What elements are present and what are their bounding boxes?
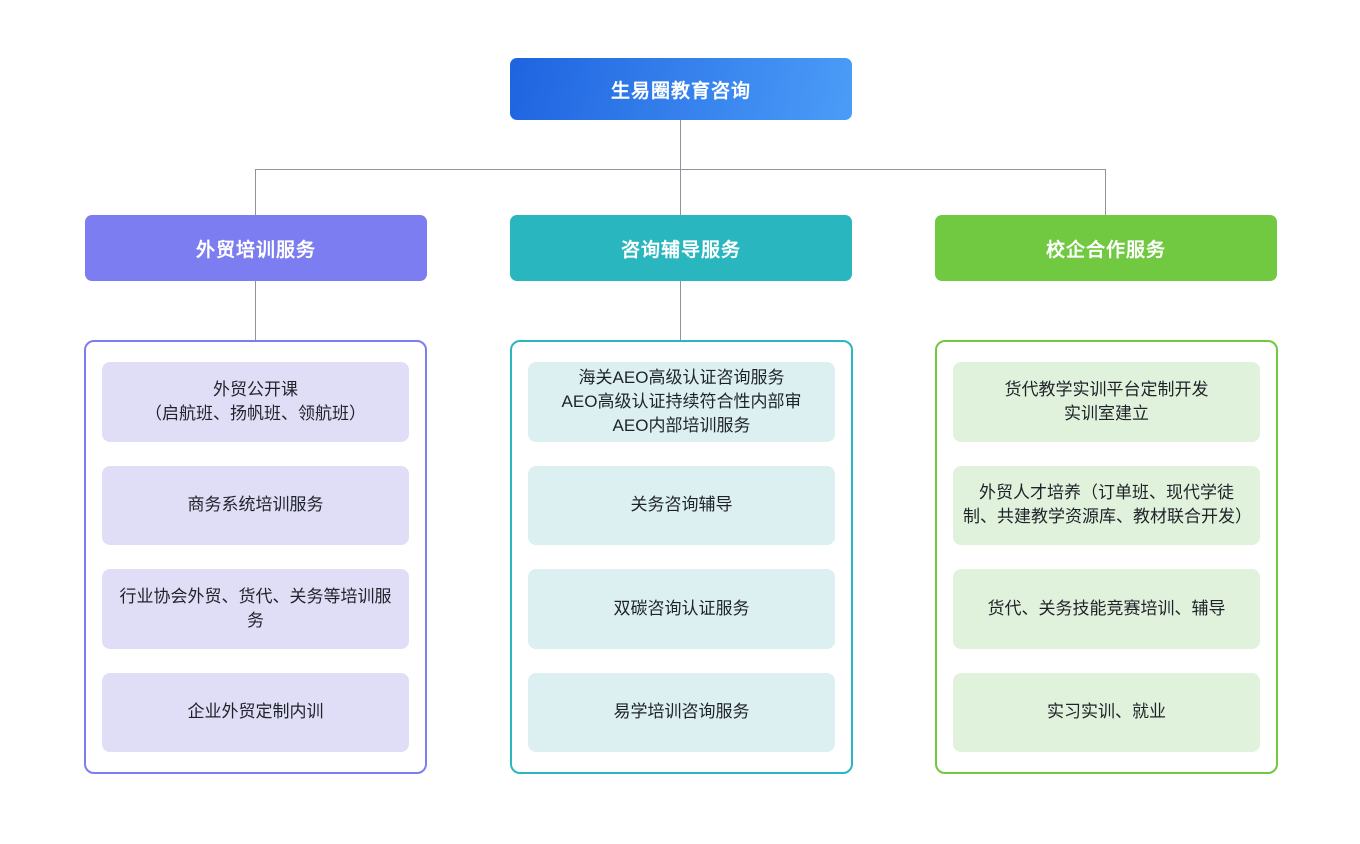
connector-branch1-panel-link bbox=[255, 281, 256, 340]
branch-panel-school-enterprise-cooperation: 货代教学实训平台定制开发 实训室建立 外贸人才培养（订单班、现代学徒制、共建教学… bbox=[935, 340, 1278, 774]
branch-header-label: 校企合作服务 bbox=[1045, 239, 1166, 261]
service-item-label: 双碳咨询认证服务 bbox=[613, 598, 750, 618]
service-item-label: 商务系统培训服务 bbox=[187, 495, 324, 515]
service-item-label: 外贸公开课 （启航班、扬帆班、领航班） bbox=[145, 379, 366, 423]
service-item: 企业外贸定制内训 bbox=[102, 672, 409, 752]
branch-panel-consulting-coaching: 海关AEO高级认证咨询服务 AEO高级认证持续符合性内部审 AEO内部培训服务 … bbox=[510, 340, 853, 774]
service-item-label: 企业外贸定制内训 bbox=[187, 702, 324, 722]
root-node: 生易圈教育咨询 bbox=[510, 58, 852, 120]
branch-header-foreign-trade-training: 外贸培训服务 bbox=[85, 215, 427, 281]
connector-branch3-drop bbox=[1105, 169, 1106, 215]
service-item: 货代教学实训平台定制开发 实训室建立 bbox=[953, 362, 1260, 442]
service-item: 货代、关务技能竞赛培训、辅导 bbox=[953, 569, 1260, 649]
service-item-label: 外贸人才培养（订单班、现代学徒制、共建教学资源库、教材联合开发） bbox=[963, 483, 1252, 527]
service-item: 外贸人才培养（订单班、现代学徒制、共建教学资源库、教材联合开发） bbox=[953, 465, 1260, 545]
branch-header-school-enterprise-cooperation: 校企合作服务 bbox=[935, 215, 1277, 281]
service-item: 海关AEO高级认证咨询服务 AEO高级认证持续符合性内部审 AEO内部培训服务 bbox=[528, 362, 835, 442]
branch-header-label: 咨询辅导服务 bbox=[620, 239, 741, 261]
branch-panel-foreign-trade-training: 外贸公开课 （启航班、扬帆班、领航班） 商务系统培训服务 行业协会外贸、货代、关… bbox=[84, 340, 427, 774]
service-item-label: 关务咨询辅导 bbox=[630, 495, 733, 515]
service-item-label: 行业协会外贸、货代、关务等培训服务 bbox=[119, 586, 392, 630]
service-item: 实习实训、就业 bbox=[953, 672, 1260, 752]
branch-header-label: 外贸培训服务 bbox=[195, 239, 316, 261]
branch-header-consulting-coaching: 咨询辅导服务 bbox=[510, 215, 852, 281]
service-item: 易学培训咨询服务 bbox=[528, 672, 835, 752]
service-item: 关务咨询辅导 bbox=[528, 465, 835, 545]
service-item-label: 海关AEO高级认证咨询服务 AEO高级认证持续符合性内部审 AEO内部培训服务 bbox=[561, 368, 802, 435]
service-item-label: 货代、关务技能竞赛培训、辅导 bbox=[987, 598, 1226, 618]
service-item-label: 实习实训、就业 bbox=[1047, 702, 1166, 722]
service-item-label: 易学培训咨询服务 bbox=[613, 702, 750, 722]
service-item: 外贸公开课 （启航班、扬帆班、领航班） bbox=[102, 362, 409, 442]
connector-branch2-drop bbox=[680, 169, 681, 215]
service-item: 双碳咨询认证服务 bbox=[528, 569, 835, 649]
service-item-label: 货代教学实训平台定制开发 实训室建立 bbox=[1004, 379, 1209, 423]
service-item: 商务系统培训服务 bbox=[102, 465, 409, 545]
root-node-label: 生易圈教育咨询 bbox=[610, 80, 751, 102]
service-item: 行业协会外贸、货代、关务等培训服务 bbox=[102, 569, 409, 649]
connector-branch2-panel-link bbox=[680, 281, 681, 340]
connector-root-down bbox=[680, 120, 681, 169]
connector-branch1-drop bbox=[255, 169, 256, 215]
